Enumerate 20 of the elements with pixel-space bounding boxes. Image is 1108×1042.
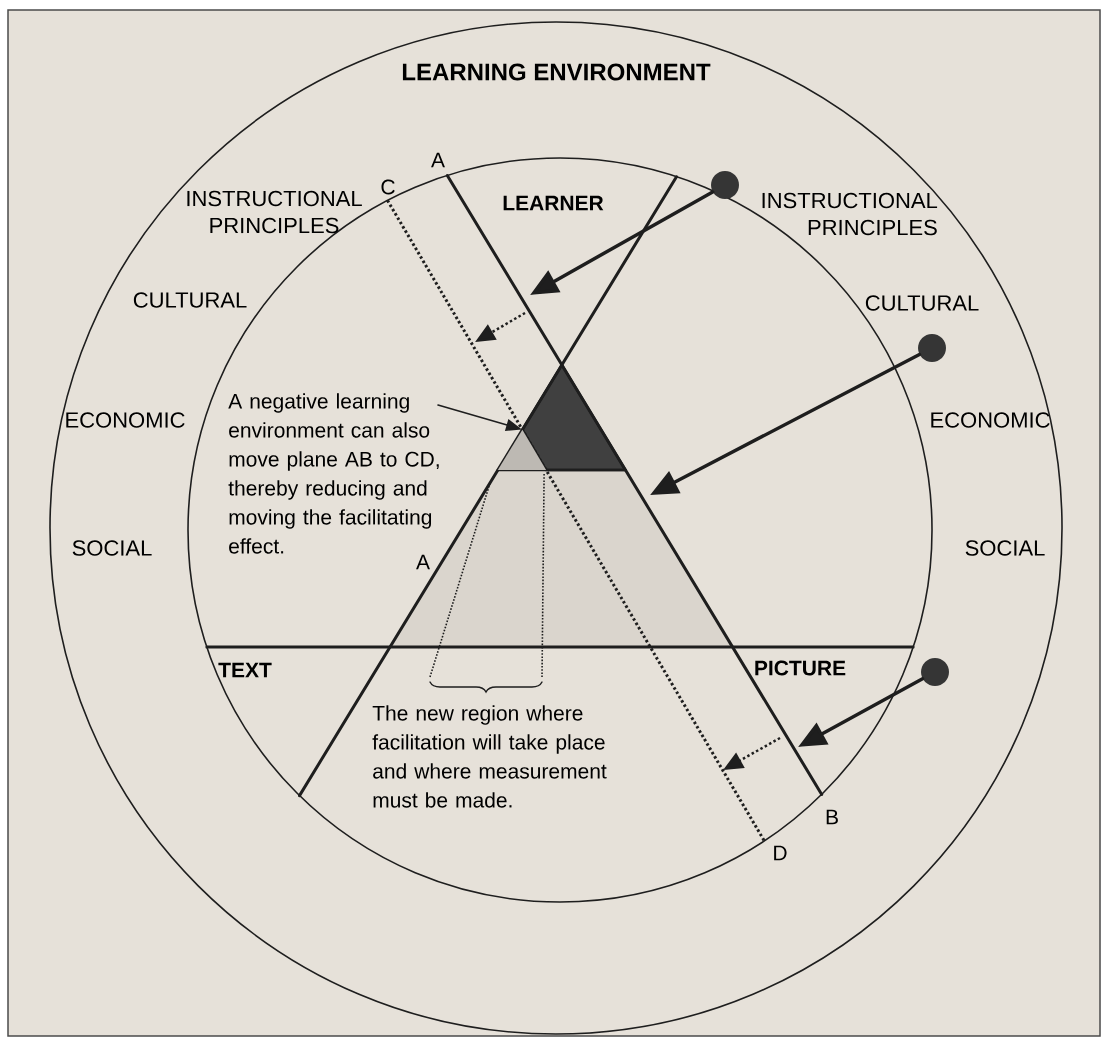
region-label: TEXT xyxy=(218,662,272,678)
plane-letter: C xyxy=(381,179,395,195)
plane-letter: A xyxy=(416,554,430,570)
plane-letter: B xyxy=(826,809,838,825)
note-text: A negative learning environment can also move plane AB to CD, thereby reducing and moving the facilitating effect. xyxy=(228,393,439,554)
factor-label: SOCIAL xyxy=(965,540,1045,556)
dot xyxy=(918,334,946,362)
factor-label: ECONOMIC xyxy=(931,412,1050,428)
dot xyxy=(921,658,949,686)
plane-letter: D xyxy=(774,845,787,861)
title: LEARNING ENVIRONMENT xyxy=(402,63,711,81)
region-label: LEARNER xyxy=(503,195,604,211)
shifted-triangle xyxy=(497,429,547,470)
factor-label: INSTRUCTIONAL PRINCIPLES xyxy=(187,190,362,234)
factor-label: CULTURAL xyxy=(133,292,247,308)
factor-label: ECONOMIC xyxy=(66,412,185,428)
factor-label: SOCIAL xyxy=(72,540,152,556)
dot xyxy=(711,171,739,199)
plane-letter: A xyxy=(431,152,445,168)
note-text: The new region where facilitation will take place and where measurement must be made. xyxy=(372,705,607,808)
